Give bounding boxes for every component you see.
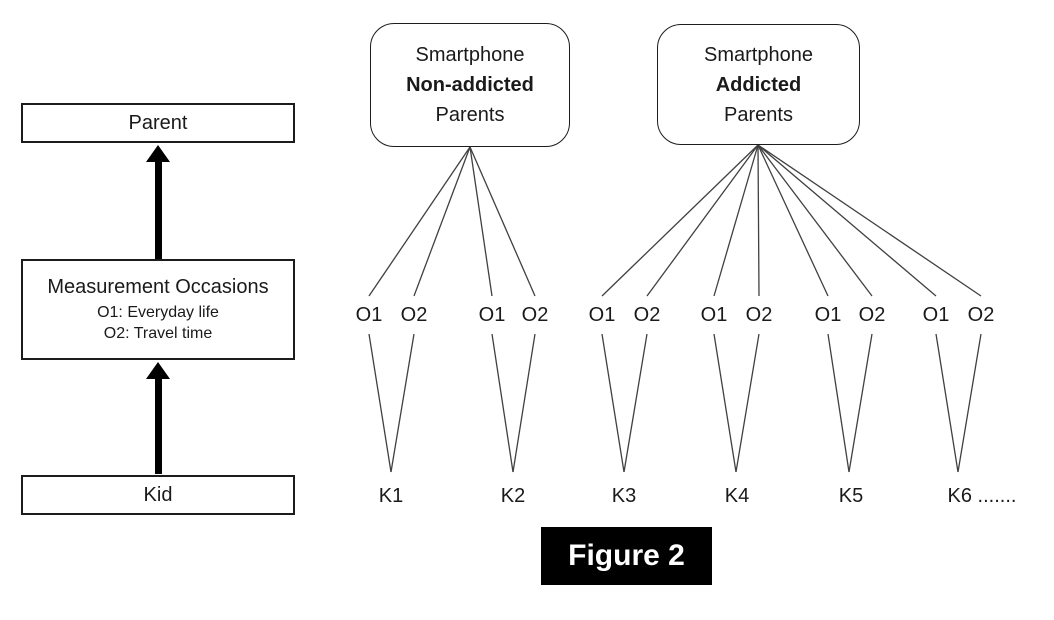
addicted-parents-box: Smartphone Addicted Parents — [657, 24, 860, 145]
cluster-line-2: Non-addicted — [406, 74, 534, 96]
measurement-box-title: Measurement Occasions — [47, 275, 269, 298]
parent-box-label: Parent — [128, 111, 188, 134]
occasion-label: O1 — [478, 304, 506, 326]
connector-line — [757, 144, 982, 297]
connector-line — [368, 146, 471, 297]
parent-box: Parent — [21, 103, 295, 143]
occasion-label: O2 — [858, 304, 886, 326]
occasion-label: O2 — [967, 304, 995, 326]
occasion-label: O1 — [814, 304, 842, 326]
measurement-occasions-box: Measurement Occasions O1: Everyday life … — [21, 259, 295, 360]
connector-line — [390, 333, 415, 473]
connector-line — [413, 146, 471, 297]
kid-label: K5 — [838, 485, 864, 507]
occasion-label: O1 — [588, 304, 616, 326]
figure-caption: Figure 2 — [541, 527, 712, 585]
arrow-head-icon — [146, 362, 170, 379]
kid-box: Kid — [21, 475, 295, 515]
up-arrow-kid-to-measurement — [146, 362, 170, 474]
arrow-head-icon — [146, 145, 170, 162]
connector-line — [512, 333, 536, 473]
occasion-label: O1 — [355, 304, 383, 326]
connector-line — [713, 333, 737, 473]
connector-line — [713, 144, 759, 297]
connector-line — [469, 146, 493, 297]
non-addicted-parents-box: Smartphone Non-addicted Parents — [370, 23, 570, 147]
connector-line — [957, 333, 982, 473]
connector-line — [601, 333, 625, 473]
occasion-label: O2 — [400, 304, 428, 326]
cluster-line-3: Parents — [724, 103, 793, 126]
cluster-line-1: Smartphone — [704, 43, 813, 66]
connector-line — [646, 144, 759, 297]
connector-line — [491, 333, 514, 473]
connector-line — [623, 333, 648, 473]
arrow-shaft — [154, 379, 162, 474]
connector-line — [935, 333, 959, 473]
measurement-box-sub2: O2: Travel time — [103, 324, 213, 342]
cluster-line-1: Smartphone — [415, 44, 525, 66]
connector-line — [601, 144, 759, 297]
connector-line — [735, 333, 760, 473]
kid-label: K3 — [611, 485, 637, 507]
kid-label: K4 — [724, 485, 750, 507]
connector-line — [848, 333, 873, 473]
arrow-shaft — [154, 162, 162, 259]
connector-line — [757, 144, 760, 297]
occasion-label: O1 — [922, 304, 950, 326]
occasion-label: O2 — [633, 304, 661, 326]
kid-box-label: Kid — [143, 483, 173, 506]
cluster-line-2: Addicted — [715, 73, 802, 96]
kid-label: K1 — [378, 485, 404, 507]
connector-line — [469, 146, 536, 297]
connector-line — [757, 144, 937, 297]
figure-caption-label: Figure 2 — [568, 539, 685, 572]
connector-line — [757, 144, 873, 297]
connector-line — [368, 333, 392, 473]
occasion-label: O1 — [700, 304, 728, 326]
occasion-label: O2 — [745, 304, 773, 326]
connector-line — [827, 333, 850, 473]
connector-line — [757, 144, 829, 297]
occasion-label: O2 — [521, 304, 549, 326]
measurement-box-sub1: O1: Everyday life — [97, 303, 219, 321]
kid-label: K6 ....... — [947, 485, 1017, 507]
up-arrow-measurement-to-parent — [146, 145, 170, 259]
cluster-line-3: Parents — [435, 104, 505, 126]
kid-label: K2 — [500, 485, 526, 507]
